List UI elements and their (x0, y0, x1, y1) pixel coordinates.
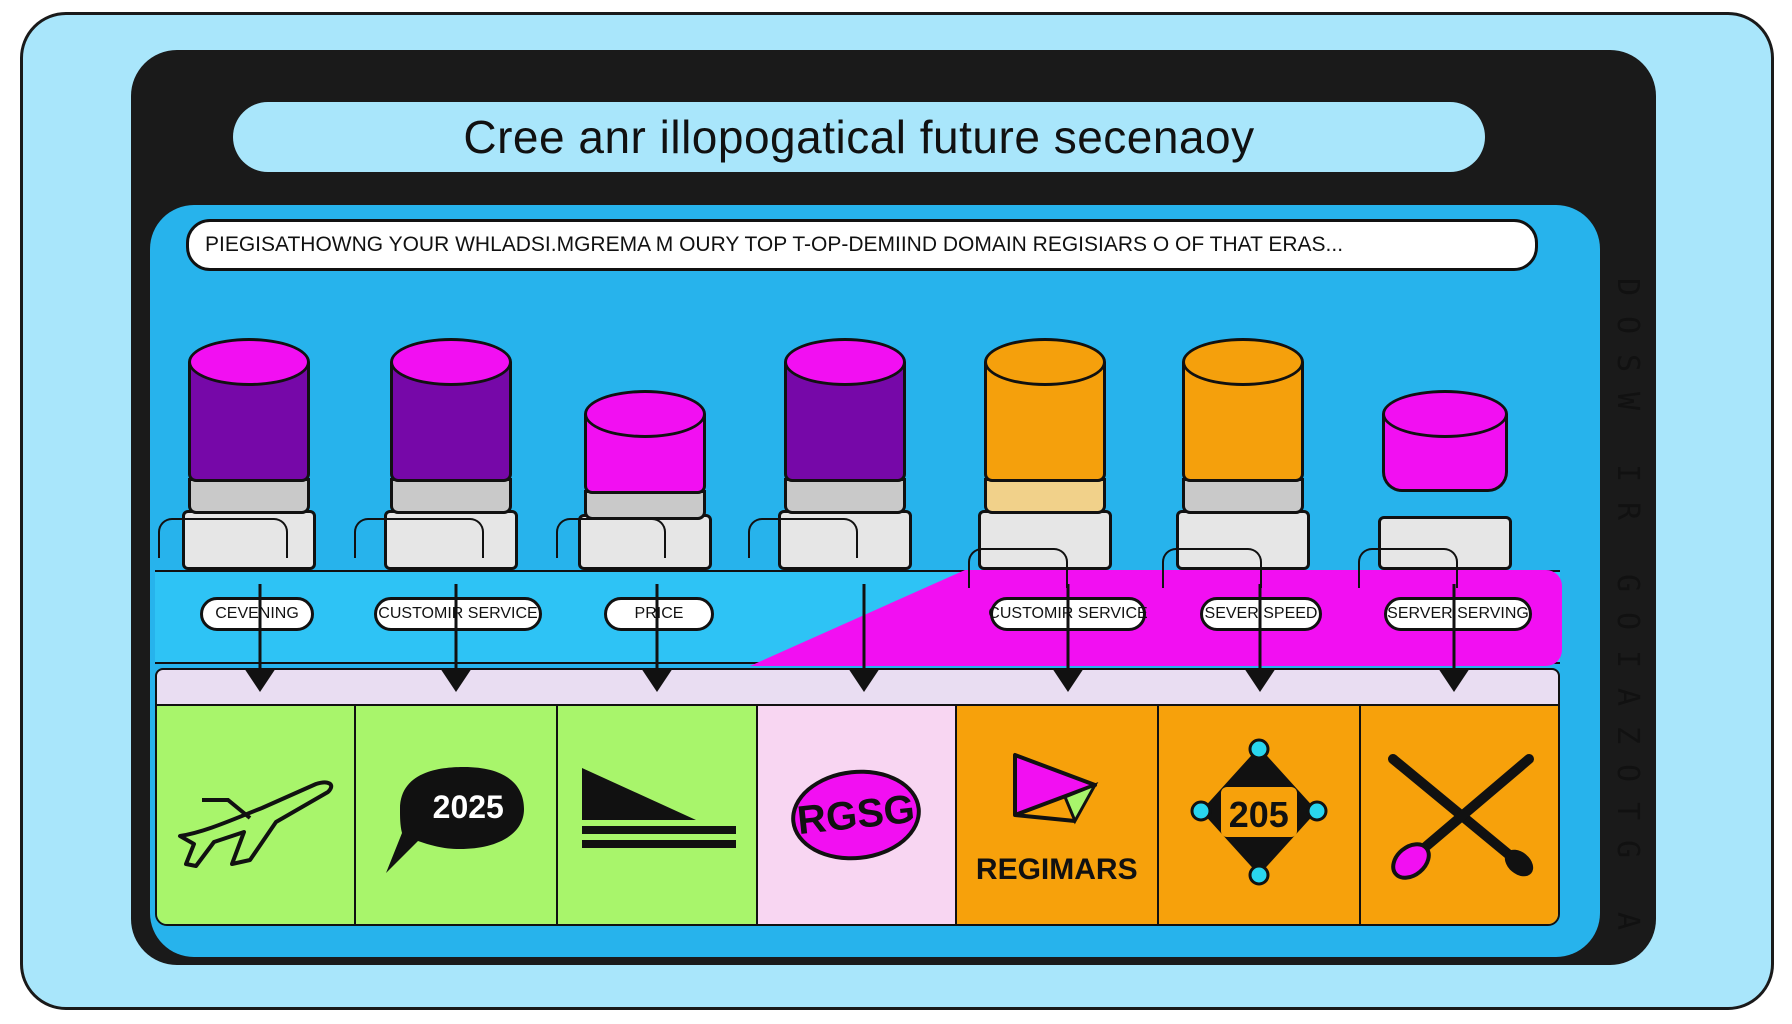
cylinder-4 (778, 338, 912, 570)
cylinder-7 (1378, 390, 1512, 570)
speech-bubble-text: 2025 (432, 789, 504, 825)
regimars-label: REGIMARS (975, 853, 1138, 886)
side-letter: I (1610, 463, 1645, 483)
connector-line (1162, 548, 1262, 588)
cylinder-5 (978, 338, 1112, 570)
connector-line (158, 518, 288, 558)
connector-line (354, 518, 484, 558)
cylinder-6 (1176, 338, 1310, 570)
diamond-text: 205 (1228, 794, 1289, 835)
down-arrow-icon (244, 584, 276, 692)
side-letter: R (1610, 501, 1645, 521)
cylinder-2 (384, 338, 518, 570)
side-letter: O (1610, 315, 1645, 335)
down-arrow-icon (641, 584, 673, 692)
side-letter: I (1610, 649, 1645, 669)
side-letter: O (1610, 763, 1645, 783)
airplane-icon (177, 780, 333, 868)
cylinder-1 (182, 338, 316, 570)
result-row: 2025 RGSG REGIMARS (155, 704, 1560, 926)
side-letter: G (1610, 573, 1645, 593)
down-arrow-icon (1052, 584, 1084, 692)
page-title: Cree anr illopogatical future secenaoy (233, 102, 1485, 172)
rgsg-badge-icon: RGSG (786, 763, 926, 867)
down-arrow-icon (440, 584, 472, 692)
side-letter: A (1610, 911, 1645, 931)
flag-icon (1012, 753, 1099, 825)
subtitle-banner: PIEGISATHOWNG YOUR WHLADSI.MGREMA M OURY… (186, 219, 1538, 271)
side-letter: O (1610, 611, 1645, 631)
side-letter: G (1610, 839, 1645, 859)
factor-label-7: SERVER SERVING (1384, 597, 1532, 631)
result-cell-7 (1360, 706, 1558, 924)
connector-line (1358, 548, 1458, 588)
diamond-network-icon (1190, 738, 1328, 886)
factor-label-1: CEVENING (200, 597, 314, 631)
result-cell-1 (157, 706, 357, 924)
down-arrow-icon (1438, 584, 1470, 692)
speech-bubble-icon (386, 767, 525, 873)
ramp-chart-icon (581, 768, 736, 848)
result-cell-4: RGSG (757, 706, 957, 924)
crossed-tools-icon (1388, 754, 1535, 880)
factor-label-3: PRICE (604, 597, 714, 631)
connector-line (556, 518, 666, 558)
result-cell-5: REGIMARS (956, 706, 1159, 924)
side-letter: S (1610, 353, 1645, 373)
cylinder-3 (578, 390, 712, 570)
result-cell-2: 2025 (356, 706, 559, 924)
down-arrow-icon (1244, 584, 1276, 692)
vertical-side-text: D O S W I R G O I A Z O T G A (1598, 270, 1652, 938)
side-letter: W (1610, 391, 1645, 411)
side-letter: D (1610, 277, 1645, 297)
connector-line (748, 518, 858, 558)
side-letter: T (1610, 801, 1645, 821)
connector-line (968, 548, 1068, 588)
side-letter: A (1610, 687, 1645, 707)
result-cell-3 (558, 706, 758, 924)
result-cell-6: 205 (1158, 706, 1361, 924)
factor-label-2: CUSTOMIR SERVICE (374, 597, 542, 631)
side-letter: Z (1610, 725, 1645, 745)
down-arrow-icon (848, 584, 880, 692)
